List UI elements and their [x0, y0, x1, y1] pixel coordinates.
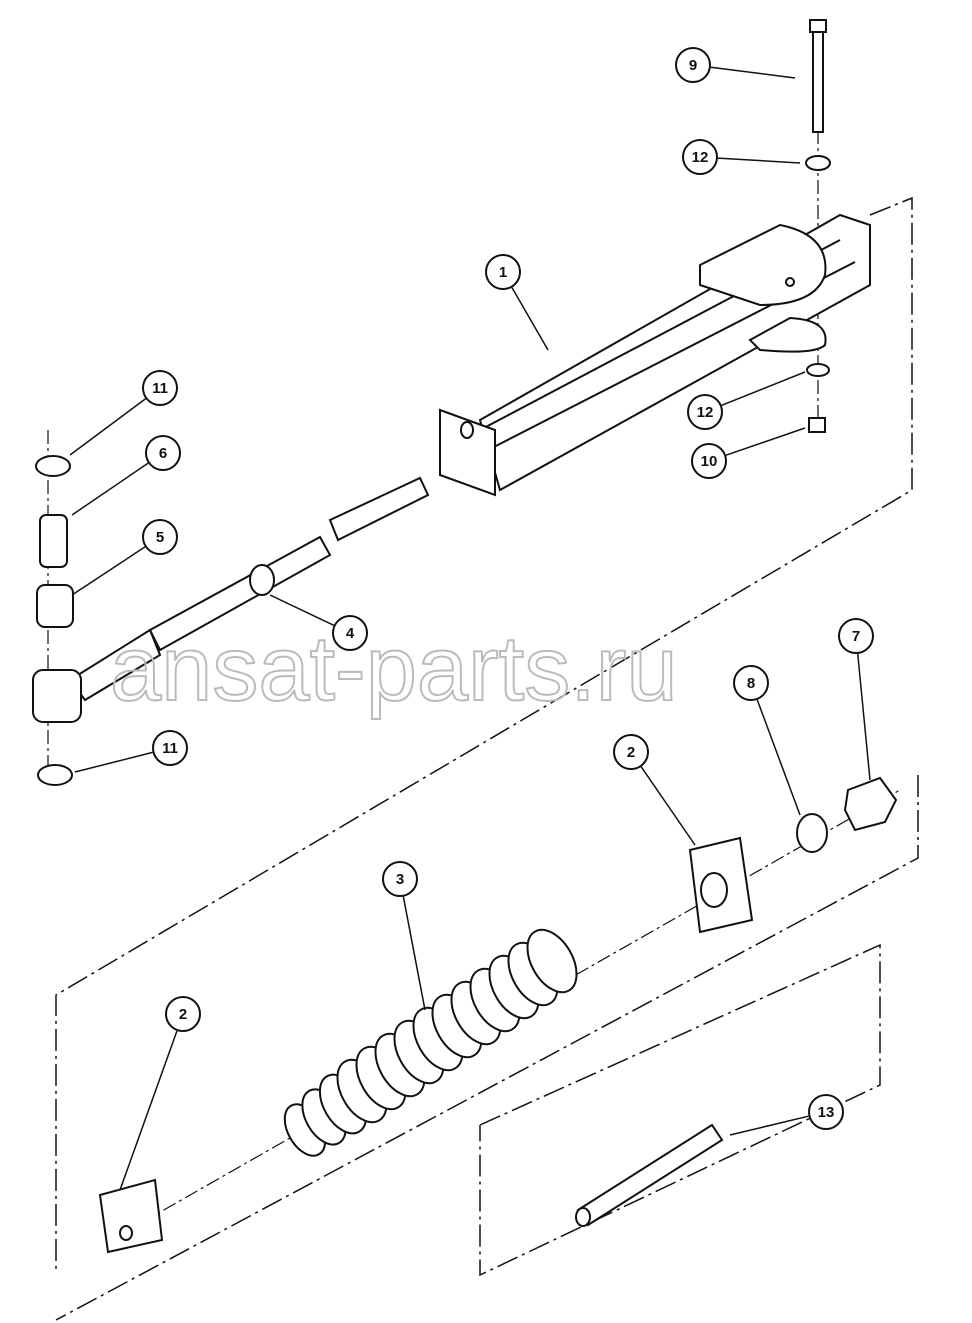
callout-8: 8: [733, 665, 801, 816]
leader-line: [725, 427, 806, 456]
washer: [796, 813, 828, 853]
threaded-rod: [68, 476, 430, 702]
callout-6: 6: [71, 435, 181, 516]
leader-line: [71, 546, 146, 596]
callout-circle: [142, 370, 178, 406]
leader-line: [710, 66, 796, 79]
callout-circle: [382, 861, 418, 897]
callout-circle: [675, 47, 711, 83]
stud: [575, 1123, 724, 1227]
eye-bushing: [32, 669, 82, 723]
callout-11: 11: [69, 370, 178, 456]
leader-line: [640, 766, 696, 846]
leader-line: [69, 398, 147, 456]
callout-number: 11: [162, 740, 178, 757]
callout-circle: [687, 394, 723, 430]
spring-plate: [688, 836, 754, 934]
callout-circle: [838, 618, 874, 654]
spring-coil: [526, 928, 578, 994]
callout-circle: [145, 435, 181, 471]
callout-number: 6: [159, 445, 167, 462]
callout-1: 1: [485, 254, 549, 351]
callout-number: 5: [156, 529, 164, 546]
leader-line: [119, 1030, 178, 1191]
sleeve: [39, 514, 68, 568]
watermark: ansat-parts.ru: [110, 618, 678, 720]
callout-number: 13: [818, 1104, 835, 1121]
group-outline: [55, 196, 919, 1321]
callout-3: 3: [382, 861, 426, 1011]
nut: [843, 776, 898, 832]
callout-2: 2: [613, 734, 696, 846]
seal: [37, 764, 73, 786]
callout-9: 9: [675, 47, 796, 83]
leader-line: [511, 287, 549, 351]
callout-circle: [152, 730, 188, 766]
leader-line: [756, 699, 801, 816]
callout-number: 2: [179, 1006, 187, 1023]
bolt: [809, 19, 827, 133]
coil-spring: [283, 928, 578, 1157]
callout-13: 13: [729, 1094, 844, 1136]
callout-number: 2: [627, 744, 635, 761]
tube-assembly: [439, 213, 871, 497]
callout-circle: [733, 665, 769, 701]
leader-line: [856, 653, 871, 781]
leader-line: [729, 1115, 809, 1136]
callout-7: 7: [838, 618, 874, 781]
callout-11: 11: [74, 730, 188, 773]
leader-line: [402, 896, 426, 1011]
callout-12: 12: [682, 139, 801, 175]
callout-circle: [808, 1094, 844, 1130]
callout-circle: [691, 443, 727, 479]
leader-line: [269, 594, 335, 626]
callout-number: 12: [697, 404, 714, 421]
callout-circle: [613, 734, 649, 770]
callout-circle: [485, 254, 521, 290]
callout-circle: [165, 996, 201, 1032]
bushing: [36, 584, 74, 628]
leader-line: [71, 462, 149, 516]
callout-5: 5: [71, 519, 178, 596]
callout-2: 2: [119, 996, 201, 1191]
washer: [806, 363, 830, 377]
callout-4: 4: [269, 594, 368, 651]
callout-circle: [142, 519, 178, 555]
leader-line: [74, 751, 153, 773]
callout-number: 11: [152, 380, 168, 397]
callout-circle: [332, 615, 368, 651]
callout-number: 10: [701, 453, 718, 470]
leader-line: [717, 157, 801, 164]
washer: [805, 155, 831, 171]
callout-number: 3: [396, 871, 404, 888]
leader-line: [721, 371, 806, 407]
callout-number: 9: [689, 57, 697, 74]
seal: [35, 455, 71, 477]
spring-plate: [98, 1178, 164, 1254]
callout-number: 1: [499, 264, 507, 281]
callout-10: 10: [691, 427, 806, 479]
callout-number: 4: [346, 625, 355, 642]
callout-number: 12: [692, 149, 709, 166]
callout-12: 12: [687, 371, 806, 430]
nut: [808, 417, 826, 433]
callout-number: 7: [852, 628, 860, 645]
callout-number: 8: [747, 675, 755, 692]
callout-circle: [682, 139, 718, 175]
